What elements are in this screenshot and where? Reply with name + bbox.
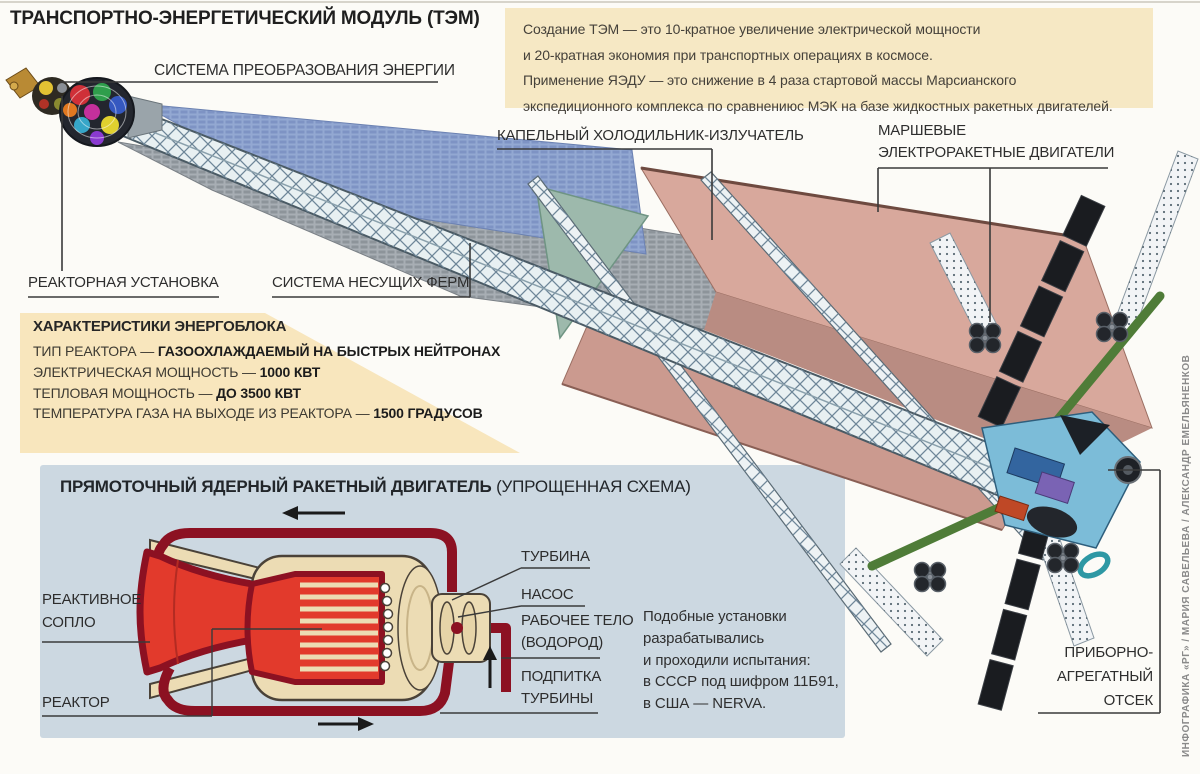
note-line: в США — NERVA. <box>643 695 767 713</box>
engine-title-note: (УПРОЩЕННАЯ СХЕМА) <box>491 477 691 496</box>
intro-line: экспедиционного комплекса по сравнениюс … <box>523 97 1113 114</box>
feed-line2: ТУРБИНЫ <box>521 690 594 707</box>
engine-label-nozzle: РЕАКТИВНОЕ СОПЛО <box>42 588 141 634</box>
note-line: в СССР под шифром 11Б91, <box>643 673 839 691</box>
callout-thrusters-line1: МАРШЕВЫЕ <box>878 122 966 139</box>
note-line: разрабатывались <box>643 629 765 647</box>
gyro-ring <box>1077 551 1111 579</box>
callout-truss-system: СИСТЕМА НЕСУЩИХ ФЕРМ <box>272 274 470 291</box>
feed-line1: ПОДПИТКА <box>521 668 602 685</box>
engine-label-reactor: РЕАКТОР <box>42 694 110 711</box>
engine-label-pump: НАСОС <box>521 586 574 603</box>
spec-value: ДО 3500 КВТ <box>216 384 301 401</box>
thruster-pods <box>913 311 1129 593</box>
nozzle-line1: РЕАКТИВНОЕ <box>42 591 142 608</box>
engine-note: Подобные установки разрабатывались и про… <box>643 606 839 715</box>
reactor-unit-graphic <box>5 67 163 147</box>
engine-label-working-fluid: РАБОЧЕЕ ТЕЛО (ВОДОРОД) <box>521 610 634 654</box>
instrument-bay-graphic <box>981 411 1142 579</box>
note-line: Подобные установки <box>643 608 787 625</box>
bay-line: ПРИБОРНО- <box>1064 644 1153 661</box>
callout-energy-conversion: СИСТЕМА ПРЕОБРАЗОВАНИЯ ЭНЕРГИИ <box>154 62 455 79</box>
spec-row: ТЕМПЕРАТУРА ГАЗА НА ВЫХОДЕ ИЗ РЕАКТОРА —… <box>33 403 573 424</box>
engine-label-turbine: ТУРБИНА <box>521 548 590 565</box>
engine-title-bold: ПРЯМОТОЧНЫЙ ЯДЕРНЫЙ РАКЕТНЫЙ ДВИГАТЕЛЬ <box>60 477 492 496</box>
working-fluid-line1: РАБОЧЕЕ ТЕЛО <box>521 612 634 629</box>
intro-box <box>505 8 1153 108</box>
note-line: и проходили испытания: <box>643 651 811 669</box>
spec-row: ТЕПЛОВАЯ МОЩНОСТЬ — ДО 3500 КВТ <box>33 383 573 404</box>
callout-thrusters: МАРШЕВЫЕ ЭЛЕКТРОРАКЕТНЫЕ ДВИГАТЕЛИ <box>878 120 1114 164</box>
working-fluid-line2: (ВОДОРОД) <box>521 634 604 651</box>
intro-line: Применение ЯЭДУ — это снижение в 4 раза … <box>523 72 1017 88</box>
bay-line: АГРЕГАТНЫЙ <box>1056 668 1153 685</box>
intro-line: и 20-кратная экономия при транспортных о… <box>523 46 933 63</box>
callout-reactor-unit: РЕАКТОРНАЯ УСТАНОВКА <box>28 274 219 291</box>
spec-label: ТЕПЛОВАЯ МОЩНОСТЬ — <box>33 384 217 401</box>
spec-label: ТИП РЕАКТОРА — <box>33 343 158 359</box>
solar-array-upper <box>977 194 1106 429</box>
engine-title: ПРЯМОТОЧНЫЙ ЯДЕРНЫЙ РАКЕТНЫЙ ДВИГАТЕЛЬ (… <box>60 477 691 497</box>
callout-instrument-bay: ПРИБОРНО- АГРЕГАТНЫЙ ОТСЕК <box>1000 641 1153 713</box>
spec-label: ТЕМПЕРАТУРА ГАЗА НА ВЫХОДЕ ИЗ РЕАКТОРА — <box>33 405 374 422</box>
spec-row: ЭЛЕКТРИЧЕСКАЯ МОЩНОСТЬ — 1000 КВТ <box>33 362 573 383</box>
spec-value: 1000 КВТ <box>259 363 321 380</box>
intro-line: Создание ТЭМ — это 10-кратное увеличение… <box>523 21 981 37</box>
spec-row: ТИП РЕАКТОРА — ГАЗООХЛАЖДАЕМЫЙ НА БЫСТРЫ… <box>33 341 573 362</box>
engine-label-feed: ПОДПИТКА ТУРБИНЫ <box>521 666 601 710</box>
top-rule <box>0 1 1200 3</box>
spec-value: 1500 ГРАДУСОВ <box>373 405 483 422</box>
callout-thrusters-line2: ЭЛЕКТРОРАКЕТНЫЕ ДВИГАТЕЛИ <box>878 144 1115 161</box>
thruster-booms <box>839 150 1199 657</box>
credit-text: ИНФОГРАФИКА «РГ» / МАРИЯ САВЕЛЬЕВА / АЛЕ… <box>1181 354 1192 757</box>
callout-drip-radiator: КАПЕЛЬНЫЙ ХОЛОДИЛЬНИК-ИЗЛУЧАТЕЛЬ <box>497 127 804 144</box>
spec-value: ГАЗООХЛАЖДАЕМЫЙ НА БЫСТРЫХ НЕЙТРОНАХ <box>157 343 501 359</box>
page-title: ТРАНСПОРТНО-ЭНЕРГЕТИЧЕСКИЙ МОДУЛЬ (ТЭМ) <box>10 8 480 29</box>
nozzle-line2: СОПЛО <box>42 614 96 631</box>
intro-text: Создание ТЭМ — это 10-кратное увеличение… <box>523 17 1113 119</box>
spec-label: ЭЛЕКТРИЧЕСКАЯ МОЩНОСТЬ — <box>33 363 260 380</box>
specs-block: ХАРАКТЕРИСТИКИ ЭНЕРГОБЛОКА ТИП РЕАКТОРА … <box>33 318 573 424</box>
specs-heading: ХАРАКТЕРИСТИКИ ЭНЕРГОБЛОКА <box>33 318 287 335</box>
bay-line: ОТСЕК <box>1103 692 1154 709</box>
